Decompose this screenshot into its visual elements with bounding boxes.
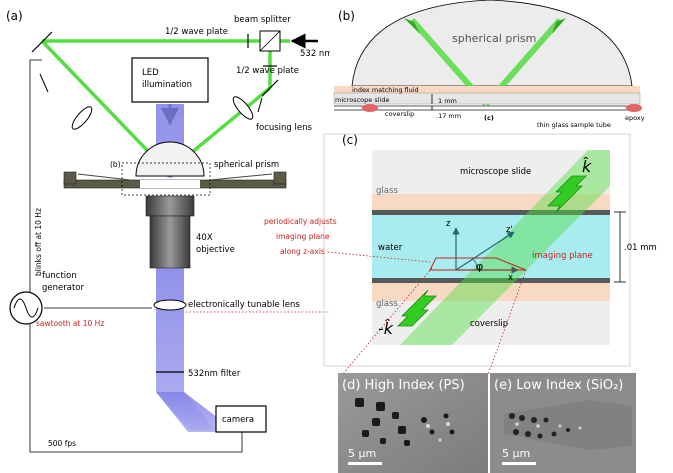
- panel-b: (b) spherical prism index matching fluid…: [330, 0, 673, 129]
- panel-d-micrograph: (d) High Index (PS) 5 μm: [338, 373, 488, 473]
- axis-z-label: z: [446, 219, 451, 229]
- epoxy-left: [362, 104, 378, 112]
- scale-bracket: [614, 211, 626, 283]
- led-label-line1: LED: [142, 68, 159, 78]
- k-plus-arrow: [547, 175, 587, 213]
- microscope-slide-layer: [333, 92, 641, 105]
- axis-x-label: x: [508, 273, 513, 283]
- phi-label: φ: [476, 260, 483, 273]
- index-fluid-layer: [334, 86, 640, 93]
- mirror-right: [261, 79, 279, 97]
- scalebar-d: [348, 462, 382, 465]
- objective-40x: [145, 195, 195, 269]
- camera-box: [215, 405, 267, 433]
- mirror-left-small: [39, 73, 49, 93]
- epoxy-label: epoxy: [625, 114, 645, 122]
- objective-label-line1: 40X: [196, 233, 213, 243]
- k-plus-label: k̂: [582, 157, 592, 176]
- k-minus-arrow: [397, 289, 437, 327]
- scalebar-e: [502, 462, 536, 465]
- zoom-box-b: [121, 162, 211, 196]
- panel-c: (c) k̂ -k̂ microscope slide glass water …: [264, 133, 657, 367]
- panel-c-label: (c): [342, 133, 358, 147]
- scale-label-e: 5 μm: [502, 447, 530, 460]
- led-label-line2: illumination: [142, 80, 192, 90]
- function-generator-label-line1: function: [42, 271, 77, 281]
- beam-splitter-label: beam splitter: [234, 15, 291, 25]
- focusing-lens-left: [71, 106, 93, 130]
- sample-stage: [63, 171, 287, 189]
- tunable-lens: [153, 299, 187, 311]
- particle-row-e: [509, 413, 570, 439]
- camera-label: camera: [222, 415, 254, 425]
- adjust-dotted-link: [327, 251, 431, 263]
- zoom-marker-b: (b): [110, 160, 121, 169]
- c-marker: (c): [484, 114, 494, 122]
- panel-a-label: (a): [6, 9, 23, 23]
- coverslip-label-b: coverslip: [385, 110, 414, 118]
- adjust-label-line3: along z-axis: [280, 247, 325, 256]
- laser-wavelength-label: 532 nm: [300, 49, 333, 59]
- spherical-prism-label-a: spherical prism: [214, 160, 279, 170]
- scale-label-d: 5 μm: [348, 447, 376, 460]
- spherical-prism-small: [135, 141, 205, 177]
- fps-label: 500 fps: [48, 439, 76, 448]
- half-wave-plate-top-label: 1/2 wave plate: [165, 27, 228, 37]
- scale-label-c: .01 mm: [624, 243, 657, 253]
- spherical-prism-label-b: spherical prism: [452, 32, 536, 45]
- glass-bottom-label: glass: [376, 299, 398, 309]
- axis-zprime-label: z': [506, 225, 513, 235]
- microscope-slide-label-c: microscope slide: [460, 167, 531, 177]
- focusing-lens-label: focusing lens: [256, 123, 313, 133]
- panel-e-micrograph: (e) Low Index (SiO₂) 5 μm: [490, 373, 636, 473]
- imaging-plane-label: imaging plane: [532, 251, 593, 261]
- coverslip-label-c: coverslip: [470, 319, 508, 329]
- thickness-017mm: .17 mm: [436, 112, 461, 120]
- focusing-lens-right: [232, 96, 254, 120]
- function-generator: [9, 291, 43, 325]
- sample-tube-label: thin glass sample tube: [537, 121, 611, 129]
- panel-e-label: (e) Low Index (SiO₂): [494, 378, 623, 393]
- mirror-top-left: [31, 31, 53, 53]
- panel-b-label: (b): [338, 9, 355, 23]
- panel-c-frame: [323, 133, 631, 367]
- k-minus-label: -k̂: [378, 319, 394, 338]
- glass-top-label: glass: [376, 186, 398, 196]
- index-fluid-label: index matching fluid: [352, 86, 419, 94]
- panel-a: (a) beam splitter 1/2 wave plate 1/2 wav…: [6, 9, 333, 453]
- panel-d-label: (d) High Index (PS): [342, 378, 465, 393]
- half-wave-plate-bottom-label: 1/2 wave plate: [236, 66, 299, 76]
- blinks-label: blinks off at 10 Hz: [34, 208, 43, 276]
- water-label: water: [378, 243, 403, 253]
- sawtooth-label: sawtooth at 10 Hz: [36, 319, 104, 328]
- beam-splitter: [259, 30, 281, 52]
- filter-label: 532nm filter: [188, 369, 241, 379]
- adjust-label-line1: periodically adjusts: [264, 217, 337, 226]
- interference-streak-e: [504, 400, 632, 450]
- tunable-lens-label: electronically tunable lens: [188, 300, 300, 310]
- epoxy-right: [626, 104, 642, 112]
- thickness-1mm: 1 mm: [438, 97, 457, 105]
- objective-label-line2: objective: [196, 245, 235, 255]
- microscope-slide-label-b: microscope slide: [335, 96, 389, 104]
- adjust-label-line2: imaging plane: [276, 232, 330, 241]
- particle-cluster-d: [355, 398, 455, 446]
- function-generator-label-line2: generator: [42, 283, 84, 293]
- wiring: [29, 59, 243, 453]
- led-illumination-box: [131, 57, 209, 103]
- mirror-right-small: [257, 97, 263, 113]
